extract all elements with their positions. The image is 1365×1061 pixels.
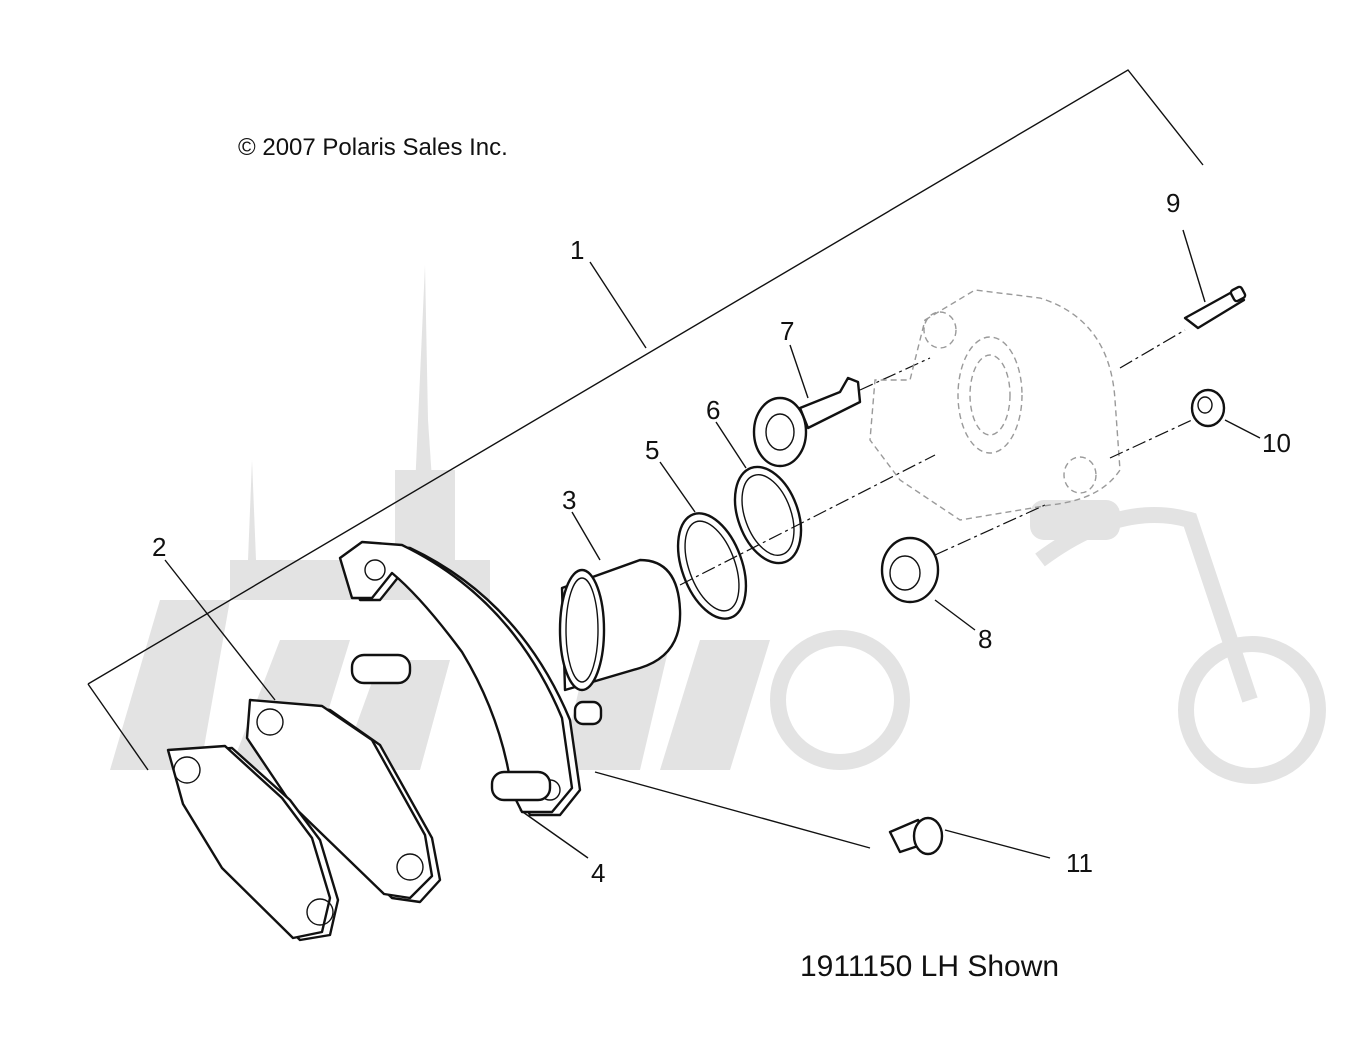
copyright-notice: © 2007 Polaris Sales Inc.	[238, 134, 508, 161]
callout-8: 8	[978, 624, 992, 654]
callout-9: 9	[1166, 188, 1180, 218]
callout-3: 3	[562, 485, 576, 515]
bleeder-cap	[1190, 388, 1226, 428]
callout-1: 1	[570, 235, 584, 265]
mounting-bolt	[888, 816, 944, 856]
kit-bracket	[87, 69, 1204, 771]
callout-10: 10	[1262, 428, 1291, 458]
callout-2: 2	[152, 532, 166, 562]
callout-11: 11	[1066, 848, 1093, 878]
seal-ring-6	[733, 465, 803, 565]
callout-5: 5	[645, 435, 659, 465]
slide-pin-7	[752, 376, 862, 468]
bleeder-screw	[1183, 285, 1247, 330]
callout-6: 6	[706, 395, 720, 425]
caliper-bracket	[338, 540, 603, 817]
diagram-caption: 1911150 LH Shown	[800, 950, 1060, 983]
seal-ring-5	[676, 512, 748, 620]
boot-8	[880, 536, 940, 604]
caliper-body	[869, 289, 1121, 521]
callout-7: 7	[780, 316, 794, 346]
callout-4: 4	[591, 858, 605, 888]
piston	[558, 558, 682, 692]
callout-labels: 1 2 3 4 5 6 7 8 9 10 11	[152, 188, 1291, 888]
brake-pad-inner	[166, 744, 340, 942]
brake-pad-outer	[245, 698, 442, 904]
